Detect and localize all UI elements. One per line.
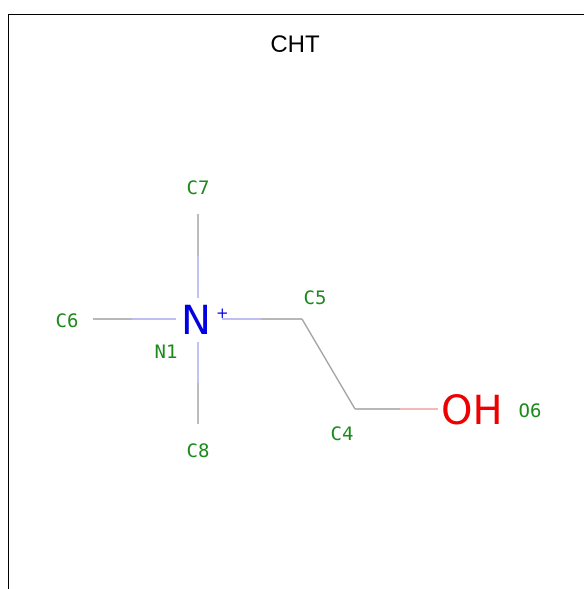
atom-o6-symbol: OH [441, 388, 503, 434]
atom-label-c8: C8 [187, 440, 210, 462]
bond-c5-c4 [301, 318, 356, 410]
atom-label-c6: C6 [56, 310, 79, 332]
atom-label-o6: O6 [519, 400, 542, 422]
atom-label-n1: N1 [155, 341, 178, 363]
atom-label-c4: C4 [331, 423, 354, 445]
atom-n1-charge: + [216, 304, 229, 322]
atom-labels: C7 C6 N1 C5 C4 C8 O6 [56, 177, 542, 462]
atom-label-c7: C7 [187, 177, 210, 199]
atom-label-c5: C5 [304, 287, 327, 309]
atom-n1-symbol: N [181, 298, 211, 344]
frame-border [8, 14, 584, 589]
bonds [93, 214, 438, 424]
molecule-title: CHT [270, 31, 320, 58]
